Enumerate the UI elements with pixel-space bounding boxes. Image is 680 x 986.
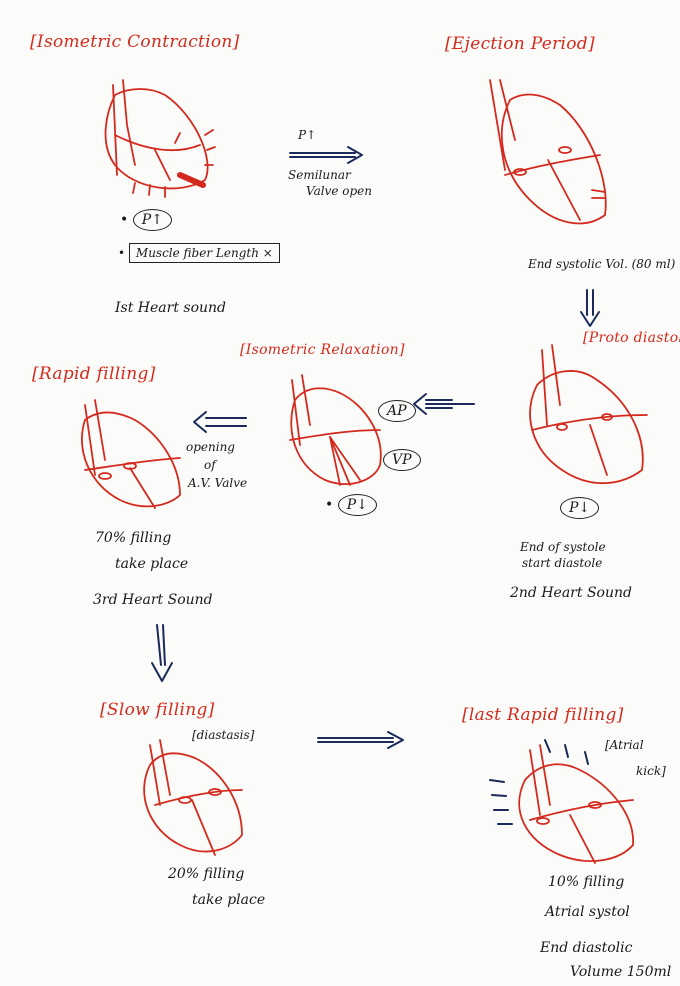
isometric-relaxation-title: [Isometric Relaxation] [240, 342, 405, 358]
third-heart-sound: 3rd Heart Sound [93, 592, 213, 608]
muscle-fiber-box: Muscle fiber Length × [128, 243, 280, 263]
atrial-label: [Atrial [605, 738, 644, 752]
end-of-systole-label: End of systole [520, 540, 606, 554]
av-valve-label: A.V. Valve [188, 476, 248, 490]
semilunar-label: Semilunar [288, 168, 351, 182]
take-place-label-2: take place [192, 892, 266, 908]
heart-diagram-isometric-relaxation [289, 374, 382, 486]
heart-diagram-proto-diastole [529, 344, 648, 485]
pressure-up-badge: P↑ [132, 209, 172, 231]
seventy-percent-filling: 70% filling [95, 530, 172, 546]
opening-label: opening [186, 440, 235, 454]
ventricular-pressure-badge: VP [383, 449, 421, 471]
ten-percent-filling: 10% filling [548, 874, 625, 890]
heart-diagram-last-rapid-filling [518, 744, 634, 864]
proto-diastole-title: [Proto diastole [583, 330, 680, 346]
first-heart-sound: Ist Heart sound [115, 300, 227, 316]
heart-diagram-isometric-contraction [104, 79, 216, 198]
atrial-pressure-badge: AP [378, 400, 416, 422]
diastasis-label: [diastasis] [192, 728, 255, 742]
arrow-top-p-label: P↑ [298, 128, 317, 142]
start-diastole-label: start diastole [522, 556, 603, 570]
arrow-right-icon-bottom [317, 731, 404, 749]
arrow-left-icon-relax-to-rapid [193, 411, 247, 433]
proto-pressure-down-badge: P↓ [560, 497, 600, 519]
atrial-kick-arrows-icon [489, 739, 589, 825]
second-heart-sound: 2nd Heart Sound [510, 585, 632, 601]
ejection-period-title: [Ejection Period] [445, 34, 595, 54]
heart-diagram-rapid-filling [81, 399, 181, 509]
arrow-right-icon-top [289, 146, 363, 164]
rapid-filling-title: [Rapid filling] [32, 364, 156, 384]
last-rapid-filling-title: [last Rapid filling] [462, 705, 624, 725]
end-diastolic-label: End diastolic [540, 940, 633, 956]
end-systolic-volume: End systolic Vol. (80 ml) [528, 257, 676, 271]
slow-filling-title: [Slow filling] [100, 700, 215, 720]
heart-diagram-ejection-period [489, 79, 607, 225]
take-place-label-1: take place [115, 556, 189, 572]
volume-150ml-label: Volume 150ml [570, 964, 672, 980]
atrial-systol: Atrial systol [545, 904, 630, 920]
valve-open-label: Valve open [306, 184, 372, 198]
kick-label: kick] [636, 764, 666, 778]
arrow-down-icon-left [151, 624, 173, 682]
arrow-down-icon-right [580, 289, 600, 327]
isometric-contraction-title: [Isometric Contraction] [30, 32, 240, 52]
arrow-left-icon-proto-to-relax [413, 393, 475, 415]
of-label: of [204, 458, 216, 472]
relax-pressure-down-badge: P↓ [337, 494, 377, 516]
heart-diagram-slow-filling [143, 739, 243, 856]
twenty-percent-filling: 20% filling [168, 866, 245, 882]
